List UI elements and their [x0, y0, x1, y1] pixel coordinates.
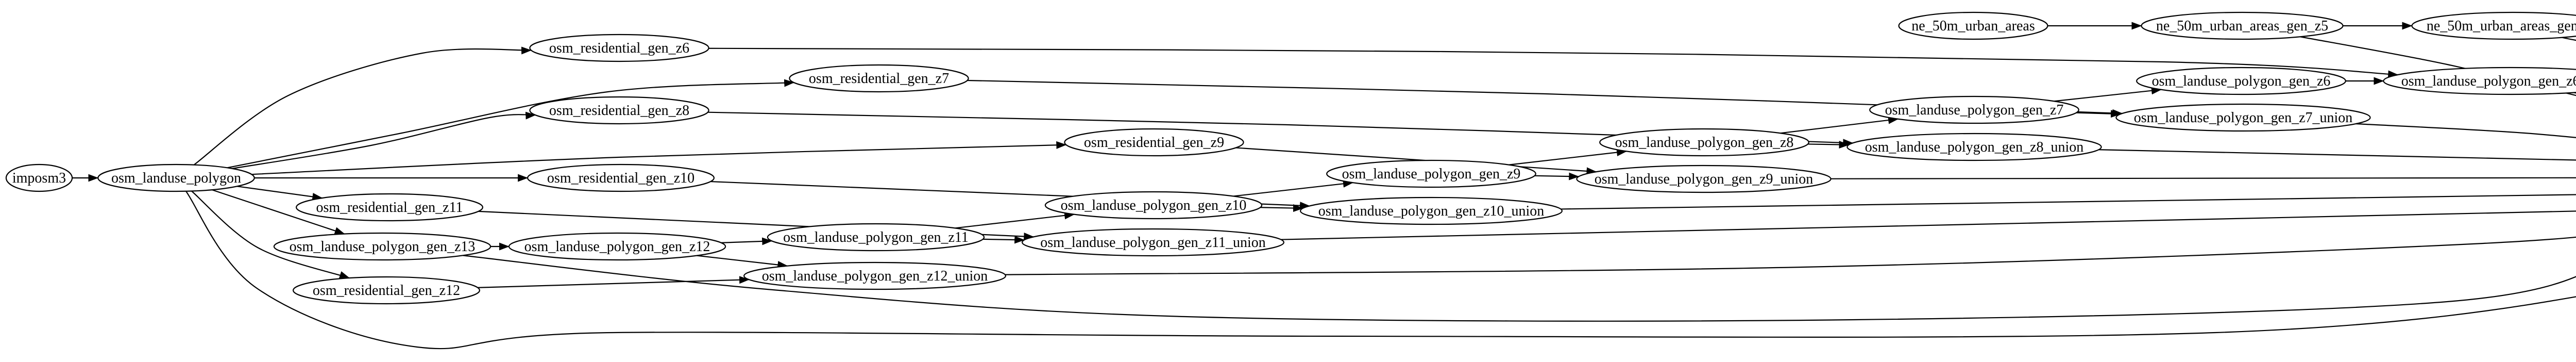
edge-osm_landuse_polygon_gen_z9-to-osm_landuse_polygon_gen_z9_union — [1534, 172, 1580, 180]
node-label: osm_landuse_polygon_gen_z9_union — [1595, 171, 1814, 187]
node-osm_landuse_polygon_gen_z13: osm_landuse_polygon_gen_z13 — [273, 232, 492, 261]
node-label: osm_landuse_polygon — [111, 170, 241, 186]
node-label: imposm3 — [12, 170, 66, 186]
nodes-layer: imposm3 osm_landuse_polygon osm_residentia… — [5, 11, 2576, 305]
edge-osm_landuse_polygon-to-osm_residential_gen_z12 — [191, 190, 350, 279]
node-label: osm_landuse_polygon_gen_z11 — [783, 229, 969, 245]
node-label: osm_landuse_polygon_gen_z6_union — [2401, 73, 2576, 89]
node-label: osm_landuse_polygon_gen_z12 — [524, 239, 710, 255]
edge-osm_landuse_polygon-to-osm_residential_gen_z11 — [237, 186, 323, 201]
edge-osm_residential_gen_z6-to-osm_landuse_polygon_gen_z6_union — [708, 47, 2399, 78]
node-imposm3: imposm3 — [5, 163, 73, 192]
edge-osm_landuse_polygon_gen_z9-to-osm_landuse_polygon_gen_z8 — [1509, 149, 1628, 166]
edge-osm_landuse_polygon_gen_z11_union-to-layer_landuse-z11 — [1281, 210, 2576, 240]
edge-osm_landuse_polygon_gen_z10-to-osm_landuse_polygon_gen_z10_union — [1260, 204, 1303, 212]
node-ne_50m_urban_areas: ne_50m_urban_areas — [1898, 11, 2048, 40]
edge-osm_landuse_polygon-to-osm_residential_gen_z6 — [193, 46, 532, 166]
node-osm_residential_gen_z10: osm_residential_gen_z10 — [527, 163, 715, 192]
node-osm_landuse_polygon_gen_z9_union: osm_landuse_polygon_gen_z9_union — [1576, 164, 1832, 193]
edge-osm_landuse_polygon-to-osm_landuse_polygon_gen_z13 — [212, 189, 345, 235]
node-label: osm_residential_gen_z12 — [313, 283, 460, 299]
edge-osm_landuse_polygon_gen_z7_union-to-layer_landuse-z7 — [2355, 123, 2576, 138]
node-label: osm_landuse_polygon_gen_z10 — [1061, 198, 1247, 213]
node-ne_50m_urban_areas_gen_z4: ne_50m_urban_areas_gen_z4 — [2411, 11, 2576, 40]
edge-osm_landuse_polygon-to-osm_residential_gen_z8 — [232, 111, 536, 169]
edge-osm_landuse_polygon_gen_z10-to-osm_landuse_polygon_gen_z9 — [1233, 179, 1353, 197]
edge-osm_landuse_polygon_gen_z12_union-to-layer_landuse-z12 — [1005, 236, 2576, 275]
node-label: ne_50m_urban_areas_gen_z5 — [2156, 18, 2328, 34]
node-label: osm_residential_gen_z8 — [549, 103, 689, 119]
node-ne_50m_urban_areas_gen_z5: ne_50m_urban_areas_gen_z5 — [2141, 11, 2344, 40]
edge-osm_landuse_polygon_gen_z12-to-osm_landuse_polygon_gen_z12_union — [697, 255, 788, 269]
node-osm_landuse_polygon_gen_z10: osm_landuse_polygon_gen_z10 — [1044, 191, 1263, 220]
node-label: osm_landuse_polygon_gen_z7 — [1885, 102, 2064, 118]
edge-osm_landuse_polygon-to-layer_landuse-z14+ — [185, 191, 2576, 350]
edge-osm_landuse_polygon_gen_z10_union-to-layer_landuse-z10 — [1561, 194, 2576, 210]
edge-osm_residential_gen_z9-to-osm_landuse_polygon_gen_z9_union — [1235, 147, 1597, 175]
node-label: osm_landuse_polygon_gen_z6 — [2152, 73, 2331, 89]
node-osm_landuse_polygon_gen_z12_union: osm_landuse_polygon_gen_z12_union — [743, 261, 1006, 290]
node-label: ne_50m_urban_areas — [1911, 18, 2035, 34]
node-osm_residential_gen_z12: osm_residential_gen_z12 — [292, 276, 480, 305]
node-osm_residential_gen_z7: osm_residential_gen_z7 — [789, 64, 969, 93]
edge-osm_landuse_polygon-to-osm_residential_gen_z9 — [251, 141, 1067, 175]
edge-osm_landuse_polygon_gen_z13-to-layer_landuse-z13 — [463, 255, 2576, 322]
node-osm_landuse_polygon_gen_z10_union: osm_landuse_polygon_gen_z10_union — [1300, 196, 1563, 225]
node-label: osm_landuse_polygon_gen_z11_union — [1040, 235, 1266, 251]
node-label: osm_residential_gen_z6 — [549, 40, 689, 56]
node-osm_landuse_polygon_gen_z7_union: osm_landuse_polygon_gen_z7_union — [2115, 103, 2371, 132]
edge-osm_residential_gen_z12-to-osm_landuse_polygon_gen_z12_union — [478, 276, 750, 288]
node-label: osm_landuse_polygon_gen_z9 — [1342, 166, 1521, 182]
node-label: osm_landuse_polygon_gen_z10_union — [1318, 203, 1545, 219]
node-label: osm_landuse_polygon_gen_z13 — [290, 239, 476, 255]
node-osm_landuse_polygon_gen_z9: osm_landuse_polygon_gen_z9 — [1326, 159, 1536, 188]
node-label: osm_landuse_polygon_gen_z8 — [1615, 135, 1794, 151]
edge-osm_landuse_polygon_gen_z9_union-to-layer_landuse-z9 — [1831, 177, 2576, 179]
node-osm_residential_gen_z9: osm_residential_gen_z9 — [1064, 128, 1244, 157]
edges-layer — [72, 22, 2576, 350]
edge-osm_landuse_polygon_gen_z11-to-osm_landuse_polygon_gen_z10 — [955, 211, 1075, 229]
node-label: osm_residential_gen_z11 — [316, 200, 463, 216]
edge-osm_landuse_polygon_gen_z8_union-to-layer_landuse-z8 — [2098, 149, 2576, 161]
edge-osm_landuse_polygon_gen_z7-to-osm_landuse_polygon_gen_z6 — [2054, 87, 2162, 102]
edge-osm_landuse_polygon_gen_z12-to-osm_landuse_polygon_gen_z11 — [721, 237, 773, 245]
node-osm_landuse_polygon_gen_z11: osm_landuse_polygon_gen_z11 — [767, 223, 985, 252]
node-osm_landuse_polygon_gen_z12: osm_landuse_polygon_gen_z12 — [508, 232, 726, 261]
node-label: osm_residential_gen_z10 — [547, 170, 694, 186]
node-label: osm_landuse_polygon_gen_z8_union — [1865, 139, 2084, 155]
node-label: osm_landuse_polygon_gen_z12_union — [762, 268, 988, 284]
node-osm_residential_gen_z6: osm_residential_gen_z6 — [529, 34, 709, 62]
edge-osm_landuse_polygon_gen_z8-to-osm_landuse_polygon_gen_z7 — [1780, 116, 1899, 134]
node-osm_landuse_polygon_gen_z6_union: osm_landuse_polygon_gen_z6_union — [2383, 67, 2576, 95]
node-osm_residential_gen_z8: osm_residential_gen_z8 — [529, 96, 709, 125]
node-osm_residential_gen_z11: osm_residential_gen_z11 — [295, 193, 483, 222]
node-label: ne_50m_urban_areas_gen_z4 — [2427, 18, 2576, 34]
edge-osm_landuse_polygon-to-osm_residential_gen_z7 — [227, 79, 795, 169]
node-osm_landuse_polygon: osm_landuse_polygon — [97, 163, 255, 192]
edge-osm_landuse_polygon_gen_z11-to-osm_landuse_polygon_gen_z11_union — [982, 236, 1025, 244]
node-osm_landuse_polygon_gen_z6: osm_landuse_polygon_gen_z6 — [2136, 67, 2346, 95]
node-osm_landuse_polygon_gen_z8_union: osm_landuse_polygon_gen_z8_union — [1846, 133, 2102, 161]
node-label: osm_landuse_polygon_gen_z7_union — [2134, 110, 2353, 126]
node-osm_landuse_polygon_gen_z8: osm_landuse_polygon_gen_z8 — [1599, 128, 1809, 157]
node-osm_landuse_polygon_gen_z11_union: osm_landuse_polygon_gen_z11_union — [1021, 228, 1284, 257]
node-osm_landuse_polygon_gen_z7: osm_landuse_polygon_gen_z7 — [1869, 95, 2079, 124]
node-label: osm_residential_gen_z9 — [1084, 135, 1224, 151]
node-label: osm_residential_gen_z7 — [809, 71, 949, 87]
